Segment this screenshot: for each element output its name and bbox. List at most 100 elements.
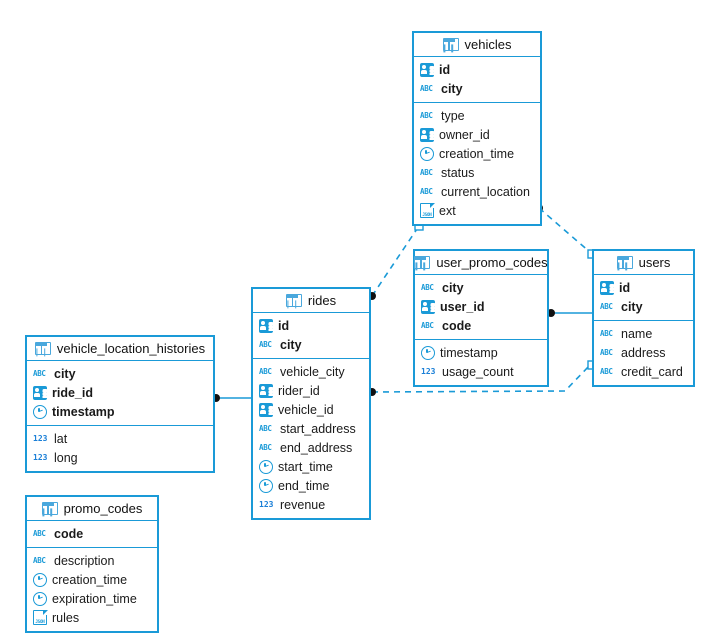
table-header-vehicles[interactable]: vehicles	[414, 33, 540, 57]
column-row[interactable]: expiration_time	[27, 589, 157, 608]
column-row[interactable]: end_time	[253, 476, 369, 495]
json-icon	[420, 202, 435, 218]
column-row[interactable]: id	[414, 60, 540, 79]
clock-icon	[33, 404, 47, 419]
column-row[interactable]: 123 long	[27, 448, 213, 467]
relationship-user_promo_codes-to-users[interactable]	[547, 309, 592, 317]
abc-icon: ABC	[420, 167, 433, 177]
column-name: id	[278, 318, 290, 333]
abc-icon: ABC	[420, 83, 433, 93]
column-name: user_id	[440, 299, 485, 314]
column-row[interactable]: rider_id	[253, 381, 369, 400]
column-row[interactable]: id	[253, 316, 369, 335]
column-row[interactable]: creation_time	[27, 570, 157, 589]
relationship-vehicle_location_histories-to-rides[interactable]	[212, 394, 251, 402]
column-name: name	[621, 326, 653, 341]
table-header-users[interactable]: users	[594, 251, 693, 275]
table-icon	[285, 294, 302, 307]
column-name: usage_count	[442, 364, 514, 379]
table-title: vehicle_location_histories	[56, 341, 206, 356]
column-row[interactable]: creation_time	[414, 144, 540, 163]
table-header-user_promo_codes[interactable]: user_promo_codes	[414, 251, 548, 275]
column-row[interactable]: start_time	[253, 457, 369, 476]
column-row[interactable]: timestamp	[27, 402, 213, 421]
column-name: long	[54, 450, 78, 465]
badge-icon	[33, 385, 47, 400]
clock-icon	[259, 478, 273, 493]
column-name: city	[442, 280, 464, 295]
column-row[interactable]: rules	[27, 608, 157, 627]
column-row[interactable]: user_id	[415, 297, 547, 316]
column-row[interactable]: ABC end_address	[253, 438, 369, 457]
abc-icon: ABC	[420, 186, 433, 196]
abc-icon: ABC	[259, 442, 272, 452]
column-row[interactable]: ride_id	[27, 383, 213, 402]
badge-icon	[259, 318, 273, 333]
column-name: end_address	[280, 440, 353, 455]
column-name: rules	[52, 610, 80, 625]
table-title: users	[638, 255, 671, 270]
abc-icon: ABC	[33, 555, 46, 565]
column-name: start_time	[278, 459, 333, 474]
column-name: type	[441, 108, 465, 123]
column-name: city	[280, 337, 302, 352]
badge-icon	[259, 383, 273, 398]
badge-icon	[420, 62, 434, 77]
table-header-rides[interactable]: rides	[253, 289, 369, 313]
badge-icon	[600, 280, 614, 295]
number-icon: 123	[33, 452, 48, 462]
json-icon	[33, 609, 48, 625]
column-name: timestamp	[440, 345, 498, 360]
table-icon	[616, 256, 633, 269]
table-icon	[442, 38, 459, 51]
column-row[interactable]: vehicle_id	[253, 400, 369, 419]
abc-icon: ABC	[259, 366, 272, 376]
abc-icon: ABC	[421, 320, 434, 330]
table-header-vehicle_location_histories[interactable]: vehicle_location_histories	[27, 337, 213, 361]
table-title: user_promo_codes	[436, 255, 548, 270]
column-row[interactable]: ext	[414, 201, 540, 220]
column-row[interactable]: owner_id	[414, 125, 540, 144]
column-row[interactable]: id	[594, 278, 693, 297]
table-header-promo_codes[interactable]: promo_codes	[27, 497, 157, 521]
badge-icon	[421, 299, 435, 314]
column-row[interactable]: timestamp	[415, 343, 547, 362]
abc-icon: ABC	[33, 528, 46, 538]
table-title: vehicles	[464, 37, 512, 52]
